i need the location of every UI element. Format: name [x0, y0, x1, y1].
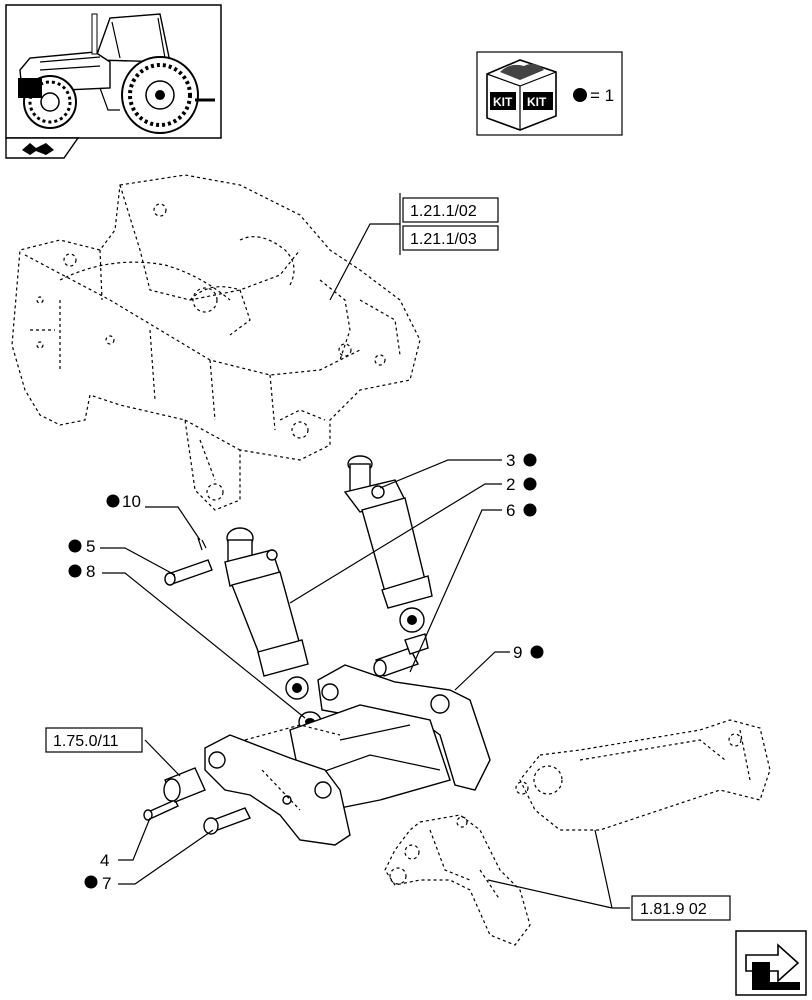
- callout-6[interactable]: 6: [506, 501, 537, 520]
- lower-link-right-phantom: [515, 719, 771, 831]
- callout-7[interactable]: 7: [84, 874, 112, 893]
- ref-label-1.81.9-02: 1.81.9 02: [640, 901, 707, 918]
- front-frame-phantom: [11, 174, 421, 511]
- callout-label-3: 3: [506, 451, 515, 470]
- ref-label-1.21.1-03: 1.21.1/03: [410, 231, 477, 248]
- pin-6: [373, 633, 429, 677]
- ref-label-1.21.1-02: 1.21.1/02: [410, 203, 477, 220]
- callout-5[interactable]: 5: [68, 537, 96, 556]
- ref-box-1.81.9-02[interactable]: 1.81.9 02: [631, 895, 731, 921]
- ref-box-1.21.1-02[interactable]: [402, 197, 499, 223]
- kit-text-left: KIT: [493, 95, 513, 109]
- kit-dot-icon: [84, 875, 98, 889]
- section-tab-icon[interactable]: [5, 137, 80, 159]
- pin-5: [164, 559, 213, 586]
- callout-8[interactable]: 8: [68, 562, 96, 581]
- callout-label-2: 2: [506, 475, 515, 494]
- callout-10[interactable]: 10: [106, 492, 141, 511]
- kit-equals-label: = 1: [590, 86, 614, 105]
- kit-dot-icon: [523, 477, 537, 491]
- callout-4[interactable]: 4: [100, 851, 109, 870]
- cylinder-left: [224, 527, 309, 700]
- bolt-4: [143, 799, 179, 821]
- ref-box-1.75.0-11[interactable]: 1.75.0/11: [45, 727, 143, 753]
- ref-label-1.75.0-11: 1.75.0/11: [53, 733, 119, 750]
- callout-label-10: 10: [122, 492, 141, 511]
- kit-dot-icon: [523, 503, 537, 517]
- callout-label-6: 6: [506, 501, 515, 520]
- bushing-large: [163, 767, 206, 803]
- cylinder-right: [343, 455, 433, 633]
- kit-dot-icon: [106, 494, 120, 508]
- callout-9[interactable]: 9: [513, 643, 544, 662]
- leader-lines: [100, 459, 630, 909]
- kit-dot-icon: [68, 564, 82, 578]
- kit-dot-icon: [530, 645, 544, 659]
- ref-box-1.21.1-03[interactable]: [402, 225, 499, 251]
- callout-label-7: 7: [102, 874, 111, 893]
- tractor-thumbnail-icon[interactable]: [5, 4, 222, 139]
- callout-label-4: 4: [100, 851, 109, 870]
- hitch-bracket-assembly: [204, 664, 491, 846]
- callout-2[interactable]: 2: [506, 475, 537, 494]
- callout-label-9: 9: [513, 643, 522, 662]
- callout-label-8: 8: [86, 562, 95, 581]
- next-page-arrow-icon[interactable]: [735, 930, 807, 996]
- kit-dot-icon: [523, 453, 537, 467]
- kit-text-right: KIT: [527, 95, 547, 109]
- callout-3[interactable]: 3: [506, 451, 537, 470]
- kit-box-icon: KIT KIT: [486, 59, 557, 131]
- frame-reference-group: 1.21.1/02 1.21.1/03: [329, 193, 499, 301]
- kit-bullet-icon: [573, 88, 587, 102]
- lower-link-left-phantom: [384, 814, 531, 946]
- kit-dot-icon: [68, 539, 82, 553]
- kit-legend: KIT KIT = 1: [476, 51, 623, 136]
- callout-label-5: 5: [86, 537, 95, 556]
- clip-10: [197, 537, 207, 551]
- pin-7: [203, 807, 251, 835]
